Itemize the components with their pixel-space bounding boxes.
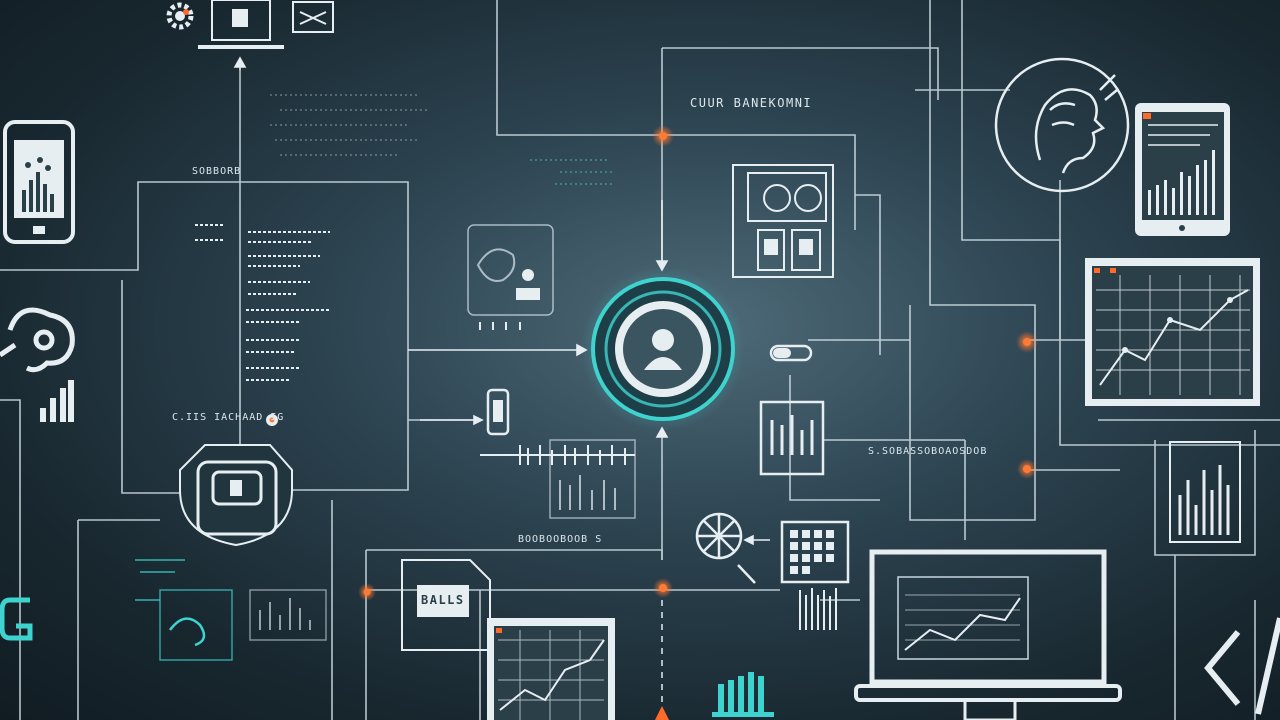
laptop-icon [198, 0, 284, 49]
left-top-label: SOBBORB [192, 166, 242, 177]
document-icon [759, 400, 825, 476]
user-profile-icon[interactable] [581, 267, 745, 431]
left-mid-label: C.IIS IACHAAD IG [172, 412, 285, 423]
right-mid-label: S.SOBASSOBOAOSDOB [868, 446, 988, 457]
sign-board [401, 559, 491, 651]
profile-card-icon [467, 224, 554, 330]
signal-bars-icon [40, 380, 74, 422]
cyan-data-panel [135, 559, 327, 661]
head-profile-icon [994, 57, 1130, 193]
small-barcode-icon [799, 588, 837, 630]
head-silhouette-icon [0, 307, 75, 373]
cyan-connector-icon [0, 597, 33, 641]
smartphone-icon [3, 120, 75, 244]
bottom-center-label: BOOBOOBOOB S [518, 534, 603, 545]
tablet-chart-icon [1135, 103, 1230, 236]
sign-board-label: BALLS [421, 593, 465, 607]
monitor-icon [292, 1, 334, 33]
faint-data-text [270, 94, 615, 185]
signal-nodes [266, 125, 1038, 601]
header-label: CUUR BANEKOMNI [690, 96, 813, 110]
mobile-device-icon [486, 388, 510, 436]
barcode-icon [480, 439, 636, 519]
code-brackets-icon [1204, 617, 1280, 715]
equalizer-panel [1169, 441, 1241, 543]
analytics-panel [732, 164, 834, 278]
code-listing [195, 224, 330, 381]
keypad-icon [780, 520, 850, 584]
orange-arrow-icon [655, 706, 669, 720]
toggle-switch-icon [769, 344, 813, 362]
lock-shield-icon [179, 444, 293, 547]
pie-chart-icon [695, 512, 756, 584]
bottom-chart-screen-icon [487, 618, 615, 720]
chart-screen-icon [1085, 258, 1260, 406]
laptop-chart-icon [854, 549, 1122, 720]
gear-icon [166, 2, 194, 30]
cyan-bar-chart-icon [712, 672, 774, 717]
